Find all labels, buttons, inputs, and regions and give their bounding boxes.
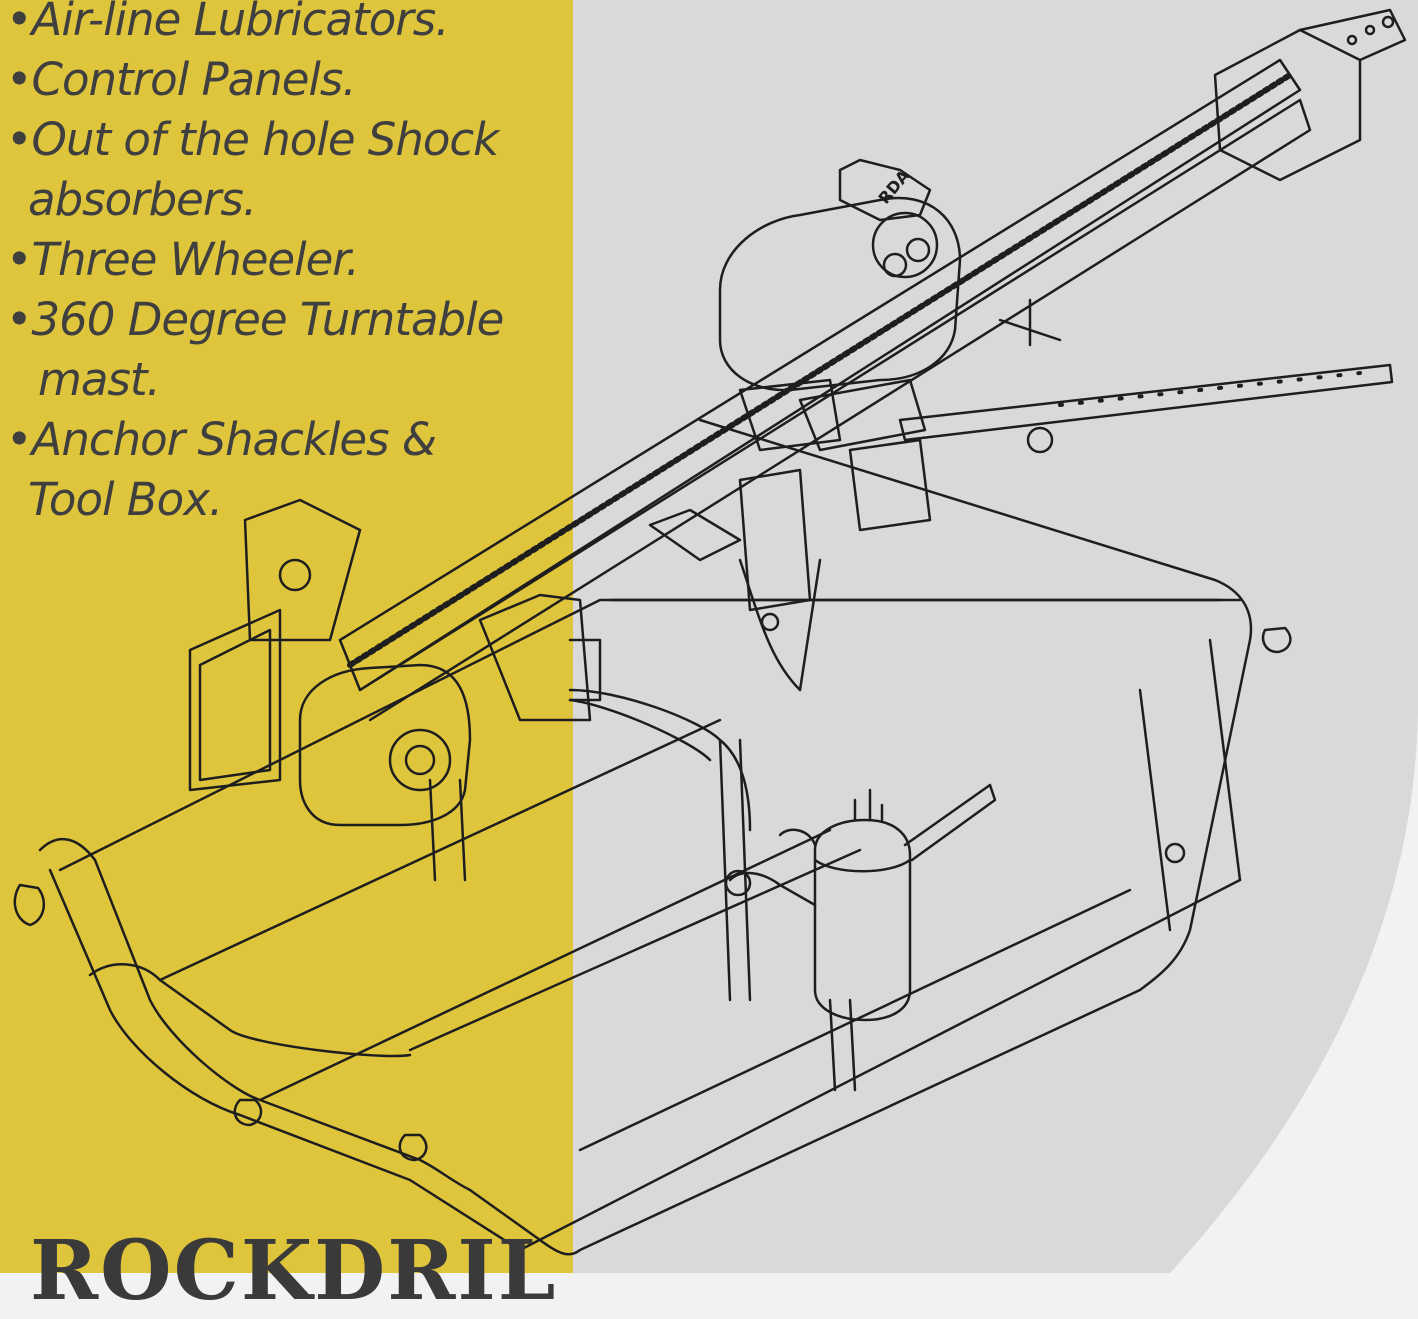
feature-item: •Air-line Lubricators. <box>6 0 450 46</box>
feature-list: •Air-line Lubricators. •Control Panels. … <box>6 0 504 530</box>
feature-item-continuation: mast. <box>38 353 161 406</box>
brand-logo: ROCKDRIL <box>30 1223 558 1319</box>
yellow-side-panel <box>0 0 573 1273</box>
feature-item-continuation: Tool Box. <box>28 473 223 526</box>
feature-item: •360 Degree Turntable <box>6 293 504 346</box>
drill-rig-illustration <box>13 8 1407 1256</box>
feature-item: •Anchor Shackles & <box>6 413 437 466</box>
feature-item: •Control Panels. <box>6 53 357 106</box>
feature-item: •Out of the hole Shock <box>6 113 499 166</box>
feature-item-continuation: absorbers. <box>28 173 257 226</box>
svg-text:RDA: RDA <box>875 166 914 208</box>
rda-label: RDA <box>875 166 914 208</box>
feature-item: •Three Wheeler. <box>6 233 360 286</box>
